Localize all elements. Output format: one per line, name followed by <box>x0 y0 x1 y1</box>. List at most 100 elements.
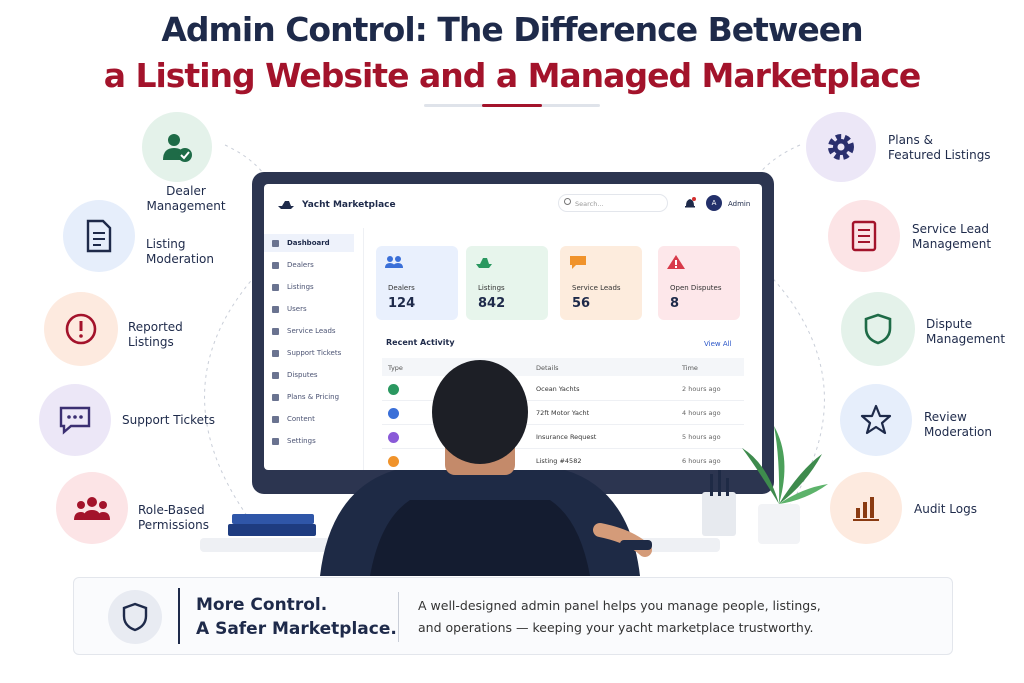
feature-label-listing: Listing Moderation <box>146 237 214 266</box>
row-time: 6 hours ago <box>682 457 721 465</box>
book <box>228 524 316 536</box>
bar-chart-icon <box>853 497 879 521</box>
users-group-icon <box>74 497 110 520</box>
feature-plans-featured <box>806 112 876 182</box>
sidebar-item-label: Settings <box>287 437 316 445</box>
callout-text-2: and operations — keeping your yacht mark… <box>418 620 814 635</box>
sidebar-item-icon <box>272 437 279 445</box>
feature-label-service-lead: Service Lead Management <box>912 222 992 251</box>
user-check-icon <box>163 134 192 162</box>
row-details: 72ft Motor Yacht <box>536 409 590 417</box>
feature-listing-moderation <box>63 200 135 272</box>
callout-text-1: A well-designed admin panel helps you ma… <box>418 598 821 613</box>
view-all-link[interactable]: View All <box>704 340 732 348</box>
star-icon <box>860 404 892 435</box>
feature-label-reported: Reported Listings <box>128 320 183 349</box>
row-type-icon <box>388 456 399 467</box>
sidebar-item-icon <box>272 261 279 269</box>
stat-card-dealers[interactable]: Dealers 124 <box>376 246 458 320</box>
row-details: Insurance Request <box>536 433 597 441</box>
feature-label-support: Support Tickets <box>122 413 216 427</box>
sidebar-item-dealers[interactable]: Dealers <box>264 256 354 274</box>
title-underline <box>424 104 600 107</box>
row-divider <box>382 424 744 425</box>
title-line-1: Admin Control: The Difference Between <box>161 10 863 49</box>
sidebar-item-icon <box>272 393 279 401</box>
sidebar-item-service-leads[interactable]: Service Leads <box>264 322 354 340</box>
row-details: Ocean Yachts <box>536 385 580 393</box>
admin-user-label: Admin <box>728 200 751 208</box>
feature-role-permissions <box>56 472 128 544</box>
card-value: 842 <box>478 296 506 311</box>
sidebar-item-icon <box>272 349 279 357</box>
col-details: Details <box>536 364 559 372</box>
gear-icon <box>828 134 854 160</box>
sidebar-item-icon <box>272 283 279 291</box>
row-divider <box>382 448 744 449</box>
sidebar-item-label: Users <box>287 305 307 313</box>
alert-circle-icon <box>65 313 97 345</box>
sidebar-item-icon <box>272 415 279 423</box>
feature-service-lead <box>828 200 900 272</box>
sidebar-item-listings[interactable]: Listings <box>264 278 354 296</box>
row-time: 5 hours ago <box>682 433 721 441</box>
feature-review-moderation <box>840 384 912 456</box>
warning-icon <box>667 255 685 269</box>
boat-icon <box>476 258 492 268</box>
sidebar-item-users[interactable]: Users <box>264 300 354 318</box>
sidebar-item-disputes[interactable]: Disputes <box>264 366 354 384</box>
row-time: 4 hours ago <box>682 409 721 417</box>
row-divider <box>382 400 744 401</box>
callout-headline-1: More Control. <box>196 595 328 615</box>
sidebar-item-plans-pricing[interactable]: Plans & Pricing <box>264 388 354 406</box>
feature-audit-logs <box>830 472 902 544</box>
chat-icon <box>570 256 586 269</box>
card-value: 124 <box>388 296 416 311</box>
person-illustration <box>320 360 652 576</box>
callout-badge <box>108 590 162 644</box>
avatar[interactable]: A <box>706 195 722 211</box>
sidebar-item-dashboard[interactable]: Dashboard <box>264 234 354 252</box>
monitor: Yacht Marketplace Search... A Admin Dash… <box>252 172 774 494</box>
yacht-logo-icon <box>278 201 294 209</box>
feature-dealer-management <box>142 112 212 182</box>
feature-label-role: Role-Based Permissions <box>138 503 209 532</box>
card-value: 8 <box>670 296 680 311</box>
callout-divider-thin <box>398 592 399 642</box>
dealers-icon <box>385 256 403 268</box>
col-time: Time <box>682 364 698 372</box>
search-input[interactable]: Search... <box>558 194 668 212</box>
feature-dispute-management <box>841 292 915 366</box>
bottom-callout: More Control. A Safer Marketplace. A wel… <box>73 577 953 655</box>
stat-card-listings[interactable]: Listings 842 <box>466 246 548 320</box>
recent-activity-title: Recent Activity <box>386 338 455 347</box>
callout-divider <box>178 588 180 644</box>
sidebar-item-icon <box>272 327 279 335</box>
sidebar-item-label: Content <box>287 415 315 423</box>
chat-bubble-icon <box>59 406 91 435</box>
row-details: Listing #4582 <box>536 457 582 465</box>
card-label: Dealers <box>388 284 415 292</box>
sidebar-item-icon <box>272 305 279 313</box>
card-label: Listings <box>478 284 505 292</box>
search-icon <box>564 198 571 205</box>
row-time: 2 hours ago <box>682 385 721 393</box>
sidebar-item-settings[interactable]: Settings <box>264 432 354 450</box>
stat-card-service-leads[interactable]: Service Leads 56 <box>560 246 642 320</box>
plant-illustration <box>702 426 828 544</box>
sidebar-item-icon <box>272 239 279 247</box>
row-type-icon <box>388 384 399 395</box>
card-label: Service Leads <box>572 284 621 292</box>
row-type-icon <box>388 408 399 419</box>
feature-label-dispute: Dispute Management <box>926 317 1006 346</box>
shield-icon <box>122 602 148 632</box>
stat-card-open-disputes[interactable]: Open Disputes 8 <box>658 246 740 320</box>
row-type-icon <box>388 432 399 443</box>
col-type: Type <box>388 364 403 372</box>
app-brand: Yacht Marketplace <box>302 200 396 210</box>
sidebar-item-content[interactable]: Content <box>264 410 354 428</box>
sidebar-item-support-tickets[interactable]: Support Tickets <box>264 344 354 362</box>
bell-icon[interactable] <box>684 196 696 210</box>
